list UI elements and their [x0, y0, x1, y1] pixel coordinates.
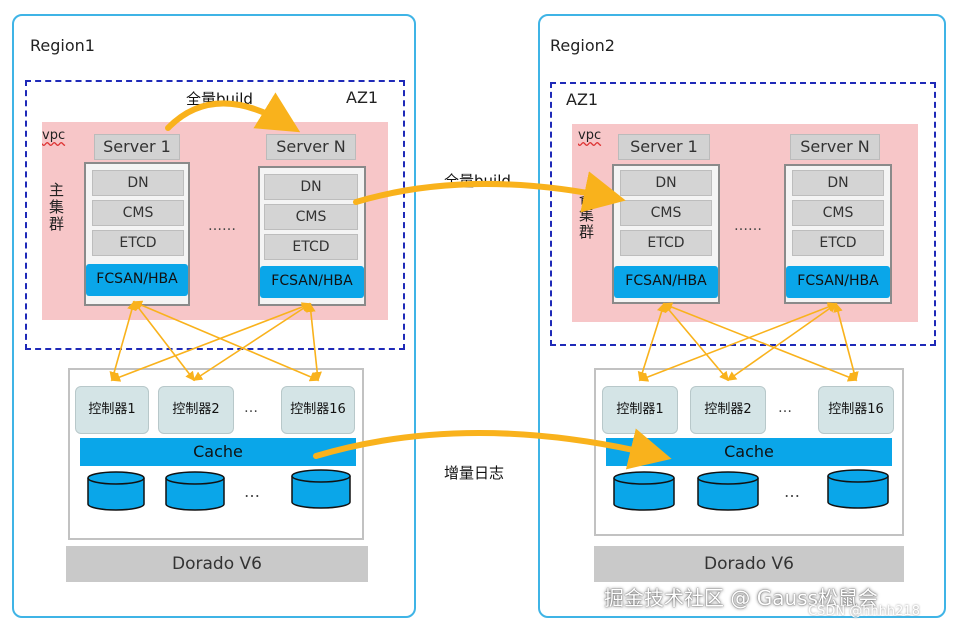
region1-serverN-etcd: ETCD: [264, 234, 358, 260]
incremental-log-arrow: [313, 428, 672, 470]
region1-disk-ellipsis: …: [244, 482, 260, 501]
region1-controller-2: 控制器2: [158, 386, 234, 434]
region1-server1-title: Server 1: [94, 134, 180, 160]
region2-controller-1: 控制器1: [602, 386, 678, 434]
region2-server1-etcd: ETCD: [620, 230, 712, 256]
region1-server1-etcd: ETCD: [92, 230, 184, 256]
region1-vpc-label: vpc: [42, 128, 66, 143]
watermark-sub: CSDN @hhhh218: [808, 604, 920, 619]
region1-disk-1: [87, 471, 145, 511]
region2-server-ellipsis: ……: [734, 218, 762, 234]
region1-cluster-label: 主集群: [47, 182, 65, 233]
region2-disk-3: [827, 469, 889, 509]
region1-az-label: AZ1: [346, 88, 379, 107]
region1-cache: Cache: [80, 438, 356, 466]
region1-serverN-cms: CMS: [264, 204, 358, 230]
cross-build-arrow: [353, 171, 626, 213]
region1-serverN-hba: FCSAN/HBA: [260, 266, 364, 298]
region2-controller-16: 控制器16: [818, 386, 894, 434]
region2-disk-1: [613, 471, 675, 511]
region1-disk-3: [291, 469, 351, 509]
region2-controller-ellipsis: …: [778, 400, 792, 416]
region1-server1-hba: FCSAN/HBA: [86, 264, 188, 296]
region1-server1-dn: DN: [92, 170, 184, 196]
region1-controller-16: 控制器16: [281, 386, 355, 434]
region2-serverN-hba: FCSAN/HBA: [786, 266, 890, 298]
region2-serverN-etcd: ETCD: [792, 230, 884, 256]
region2-dorado: Dorado V6: [594, 546, 904, 582]
region2-links: [637, 302, 859, 382]
region1-server-ellipsis: ……: [208, 218, 236, 234]
incremental-log-label: 增量日志: [444, 464, 505, 482]
region2-az-label: AZ1: [566, 90, 599, 109]
region2-serverN-dn: DN: [792, 170, 884, 196]
region2-controller-2: 控制器2: [690, 386, 766, 434]
region2-server1-title: Server 1: [618, 134, 710, 160]
watermark-main: 掘金技术社区 @ Gauss松鼠会: [604, 586, 878, 610]
region1-serverN-title: Server N: [266, 134, 356, 160]
region2-serverN-cms: CMS: [792, 200, 884, 226]
region1-disk-2: [165, 471, 225, 511]
region1-controller-1: 控制器1: [75, 386, 149, 434]
region2-title: Region2: [550, 36, 615, 55]
region1-title: Region1: [30, 36, 95, 55]
region2-server1-cms: CMS: [620, 200, 712, 226]
region1-serverN-dn: DN: [264, 174, 358, 200]
region1-server1-cms: CMS: [92, 200, 184, 226]
region1-dorado: Dorado V6: [66, 546, 368, 582]
region1-controller-ellipsis: …: [244, 400, 258, 416]
region2-vpc-label: vpc: [578, 128, 602, 143]
region2-server1-hba: FCSAN/HBA: [614, 266, 718, 298]
region1-build-arrow: [165, 92, 301, 133]
region2-disk-2: [697, 471, 759, 511]
region2-disk-ellipsis: …: [784, 482, 800, 501]
region1-links: [109, 300, 322, 382]
region2-serverN-title: Server N: [790, 134, 880, 160]
